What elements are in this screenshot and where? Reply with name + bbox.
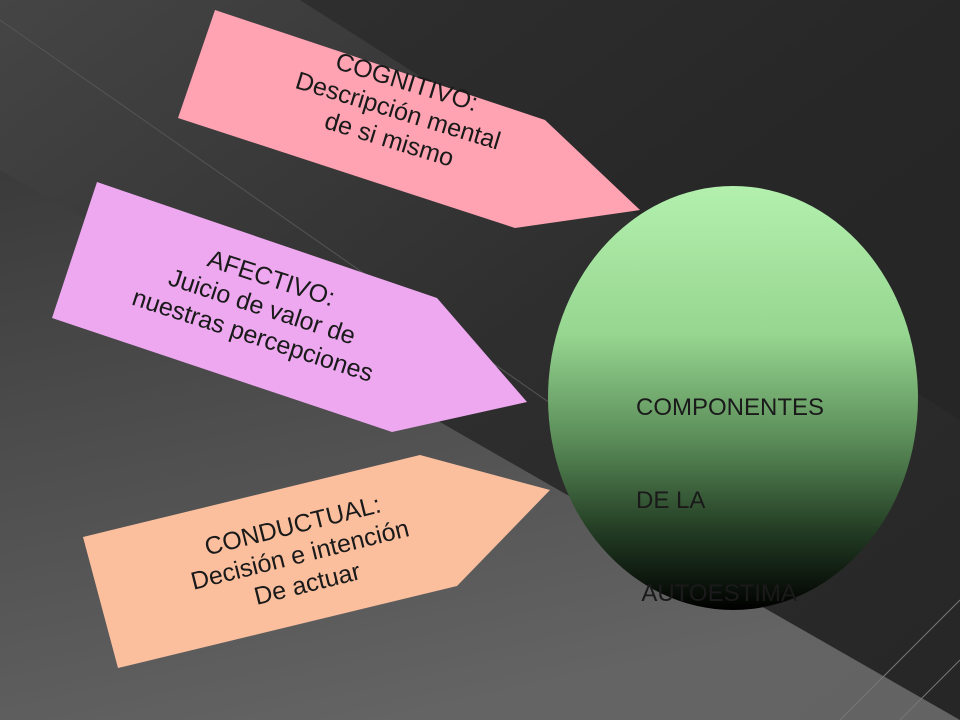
componentes-label: COMPONENTES DE LA AUTOESTIMA [636,330,824,671]
background-corner-line-2 [899,659,960,720]
cognitivo-arrow [178,10,640,228]
background-corner-line [839,599,960,720]
componentes-oval [548,186,918,610]
componentes-line-1: COMPONENTES [636,394,825,421]
afectivo-arrow [52,182,527,432]
conductual-arrow [83,455,550,668]
componentes-line-3: AUTOESTIMA [636,580,797,607]
componentes-line-2: DE LA [636,487,706,514]
